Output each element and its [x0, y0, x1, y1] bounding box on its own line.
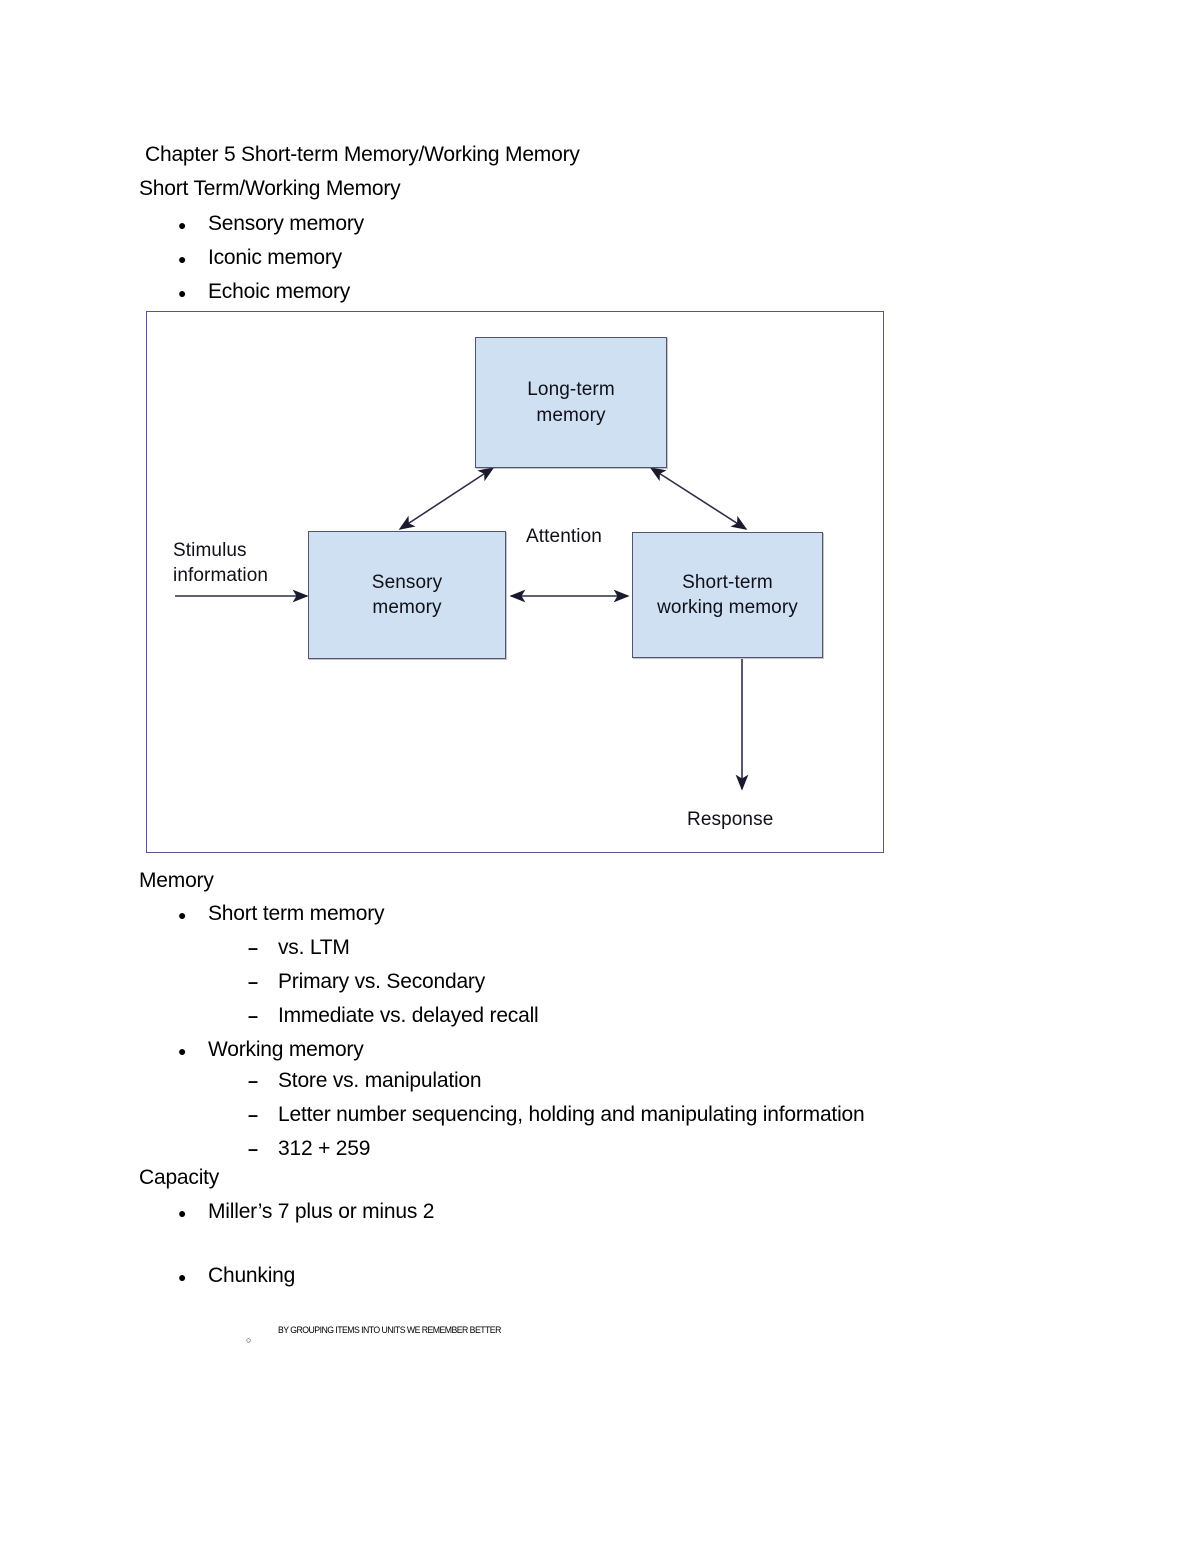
section-heading-capacity: Capacity: [139, 1166, 220, 1189]
list-item-label: Primary vs. Secondary: [278, 970, 486, 993]
bullet-dash-icon: [248, 1006, 278, 1026]
list-item-label: Letter number sequencing, holding and ma…: [278, 1103, 865, 1126]
figure-box-sensory-memory-label: Sensory memory: [371, 571, 443, 618]
page-title: Chapter 5 Short-term Memory/Working Memo…: [145, 143, 580, 166]
bullet-dash-icon: [248, 1139, 278, 1159]
list-item: Iconic memory: [178, 246, 342, 270]
list-item-label: Working memory: [208, 1038, 364, 1061]
bullet-dash-icon: [248, 938, 278, 958]
bullet-disc-icon: [178, 1202, 208, 1222]
memory-model-figure: Long-term memory Sensory memory Short-te…: [146, 311, 884, 853]
bullet-dash-icon: [248, 1071, 278, 1091]
figure-box-sensory-memory: Sensory memory: [308, 531, 506, 659]
bullet-disc-icon: [178, 248, 208, 268]
list-item-label: Iconic memory: [208, 246, 342, 269]
list-item-label: Sensory memory: [208, 212, 364, 235]
list-item-label: Echoic memory: [208, 280, 351, 303]
list-item: vs. LTM: [248, 936, 350, 960]
list-item: 312 + 259: [248, 1137, 370, 1161]
bullet-circle-icon: [246, 1336, 278, 1345]
list-item: Letter number sequencing, holding and ma…: [248, 1103, 865, 1127]
list-item: Echoic memory: [178, 280, 350, 304]
figure-label-stimulus-information: Stimulus information: [173, 540, 269, 587]
figure-box-long-term-memory: Long-term memory: [475, 337, 667, 468]
list-item: Chunking: [178, 1264, 295, 1288]
figure-label-response: Response: [687, 809, 774, 830]
list-item: Primary vs. Secondary: [248, 970, 485, 994]
figure-box-short-term-working-memory-label: Short-term working memory: [657, 571, 798, 618]
bullet-disc-icon: [178, 1266, 208, 1286]
list-item-label: 312 + 259: [278, 1137, 371, 1160]
section-heading-memory: Memory: [139, 869, 214, 892]
list-item: Short term memory: [178, 902, 385, 926]
list-item-label: Store vs. manipulation: [278, 1069, 482, 1092]
list-item-label: Chunking: [208, 1264, 296, 1287]
figure-label-attention: Attention: [526, 526, 602, 547]
list-item: Immediate vs. delayed recall: [248, 1004, 539, 1028]
list-item: Store vs. manipulation: [248, 1069, 482, 1093]
figure-arrows: [175, 467, 749, 791]
bullet-disc-icon: [178, 904, 208, 924]
list-item: Working memory: [178, 1038, 364, 1062]
list-item-label: Miller’s 7 plus or minus 2: [208, 1200, 435, 1223]
list-item-label: vs. LTM: [278, 936, 350, 959]
list-item-label: Short term memory: [208, 902, 385, 925]
list-item: Miller’s 7 plus or minus 2: [178, 1200, 434, 1224]
bullet-disc-icon: [178, 1040, 208, 1060]
figure-box-short-term-working-memory: Short-term working memory: [632, 532, 823, 658]
bullet-dash-icon: [248, 1105, 278, 1125]
list-item-label: Immediate vs. delayed recall: [278, 1004, 539, 1027]
bullet-dash-icon: [248, 972, 278, 992]
list-item: Sensory memory: [178, 212, 364, 236]
list-item-label: BY GROUPING ITEMS INTO UNITS WE REMEMBER…: [278, 1325, 501, 1336]
bullet-disc-icon: [178, 214, 208, 234]
section-heading-short-term-working-memory: Short Term/Working Memory: [139, 177, 401, 200]
figure-box-long-term-memory-label: Long-term memory: [527, 379, 615, 426]
list-item: BY GROUPING ITEMS INTO UNITS WE REMEMBER…: [246, 1325, 520, 1345]
bullet-disc-icon: [178, 282, 208, 302]
